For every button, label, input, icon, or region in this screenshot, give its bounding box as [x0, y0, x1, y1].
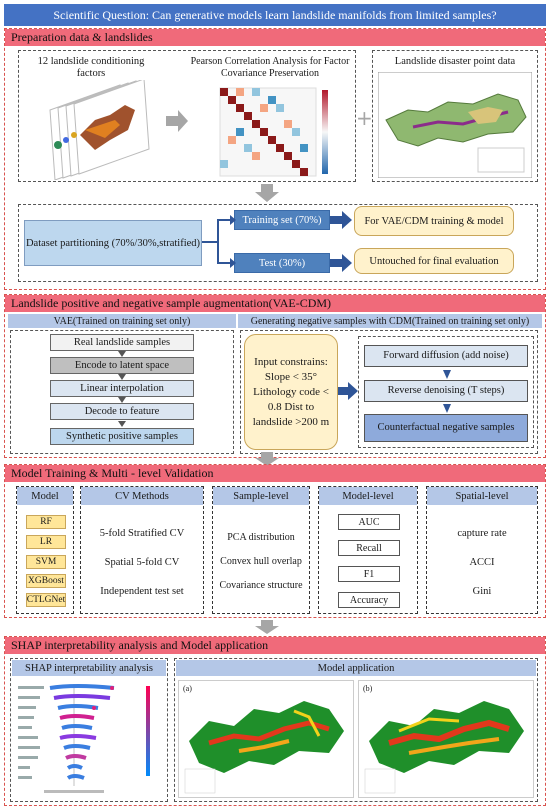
model-item: SVM: [26, 555, 66, 569]
map-a-graphic: [184, 701, 344, 794]
metric-item: F1: [338, 566, 400, 582]
model-item: LR: [26, 535, 66, 549]
dataset-partition-box: Dataset partitioning (70%/30%,stratified…: [24, 220, 202, 266]
app-group: [174, 658, 538, 802]
partition-group: [18, 204, 538, 282]
plus-icon: +: [356, 106, 373, 130]
sample-level-header: Sample-level: [213, 487, 309, 505]
model-item: CTLGNet: [26, 593, 66, 607]
negative-samples-box: Counterfactual negative samples: [364, 414, 528, 442]
map-a-label: (a): [183, 684, 192, 693]
arrow-right-icon: [330, 254, 352, 272]
metric-item: Accuracy: [338, 592, 400, 608]
metric-item: Recall: [338, 540, 400, 556]
reverse-denoising-box: Reverse denoising (T steps): [364, 380, 528, 402]
cdm-flow-arrows: [443, 370, 451, 413]
section-shap-header: SHAP interpretability analysis and Model…: [5, 637, 545, 654]
sample-level-column: [212, 486, 310, 614]
model-item: XGBoost: [26, 574, 66, 588]
cdm-group: [240, 330, 538, 454]
scientific-question-banner: Scientific Question: Can generative mode…: [4, 4, 546, 26]
section-title: Preparation data & landslides: [11, 30, 153, 44]
arrow-right-icon: [330, 211, 352, 229]
test-set-box: Test (30%): [234, 253, 330, 273]
model-item: RF: [26, 515, 66, 529]
pearson-label: Pearson Correlation Analysis for Factor …: [190, 56, 350, 79]
arrow-right-icon: [338, 382, 358, 400]
map-b-graphic: [364, 701, 524, 794]
training-set-box: Training set (70%): [234, 210, 330, 230]
points-label: Landslide disaster point data: [394, 56, 516, 67]
vae-step: Real landslide samples: [50, 334, 194, 351]
section-training-header: Model Training & Multi - level Validatio…: [5, 465, 545, 482]
sample-item: Covariance structure: [219, 580, 303, 591]
vae-group: [10, 330, 234, 454]
sample-item: PCA distribution: [227, 532, 295, 543]
cv-item: 5-fold Stratified CV: [99, 528, 185, 539]
shap-group: [10, 658, 168, 802]
cdm-header: Generating negative samples with CDM(Tra…: [238, 314, 542, 328]
spatial-level-column: [426, 486, 538, 614]
landslide-points-group: [372, 50, 538, 182]
arrow-right-icon: [166, 110, 188, 132]
model-level-header: Model-level: [319, 487, 417, 505]
section-augmentation-header: Landslide positive and negative sample a…: [5, 295, 545, 312]
diffusion-group: [358, 336, 534, 448]
forward-diffusion-box: Forward diffusion (add noise): [364, 345, 528, 367]
vae-step: Encode to latent space: [50, 357, 194, 374]
model-column: [16, 486, 74, 614]
factors-label: 12 landslide conditioning factors: [37, 56, 145, 79]
susceptibility-map-b: (b): [358, 680, 534, 798]
factor-maps-figure: [49, 80, 150, 180]
susceptibility-map-a: (a): [178, 680, 354, 798]
constraints-box: Input constrains: Slope < 35° Lithology …: [244, 334, 338, 450]
train-use-box: For VAE/CDM training & model: [354, 206, 514, 236]
data-inputs-group: [18, 50, 356, 182]
banner-text: Scientific Question: Can generative mode…: [53, 7, 497, 22]
metric-item: AUC: [338, 514, 400, 530]
section-training: [4, 464, 546, 618]
section-augmentation: [4, 294, 546, 458]
landslide-point-map: [378, 72, 532, 178]
model-header: Model: [17, 487, 73, 505]
sample-item: Convex hull overlap: [220, 556, 302, 567]
section-title: SHAP interpretability analysis and Model…: [11, 638, 269, 652]
spatial-item: capture rate: [457, 528, 507, 539]
cv-header: CV Methods: [81, 487, 203, 505]
app-header: Model application: [176, 660, 536, 676]
spatial-level-header: Spatial-level: [427, 487, 537, 505]
model-level-column: [318, 486, 418, 614]
arrow-down-icon: [255, 452, 279, 466]
split-connector: [202, 215, 236, 268]
section-preparation: [4, 28, 546, 290]
vae-header: VAE(Trained on training set only): [8, 314, 236, 328]
cv-item: Independent test set: [100, 586, 184, 597]
section-title: Model Training & Multi - level Validatio…: [11, 466, 214, 480]
cv-column: [80, 486, 204, 614]
shap-summary-plot: [14, 680, 164, 798]
arrow-down-icon: [255, 184, 279, 202]
vae-flow-arrows: [118, 351, 126, 427]
vae-step: Synthetic positive samples: [50, 428, 194, 445]
map-b-label: (b): [363, 684, 373, 693]
vae-step: Linear interpolation: [50, 380, 194, 397]
section-title: Landslide positive and negative sample a…: [11, 296, 332, 310]
spatial-item: Gini: [472, 586, 492, 597]
vae-step: Decode to feature: [50, 403, 194, 420]
section-preparation-header: Preparation data & landslides: [5, 29, 545, 46]
arrow-down-icon: [255, 620, 279, 634]
cv-item: Spatial 5-fold CV: [104, 557, 180, 568]
test-use-box: Untouched for final evaluation: [354, 248, 514, 274]
pearson-heatmap: [219, 87, 328, 177]
section-shap: [4, 636, 546, 806]
shap-header: SHAP interpretability analysis: [12, 660, 166, 676]
spatial-item: ACCI: [469, 557, 495, 568]
